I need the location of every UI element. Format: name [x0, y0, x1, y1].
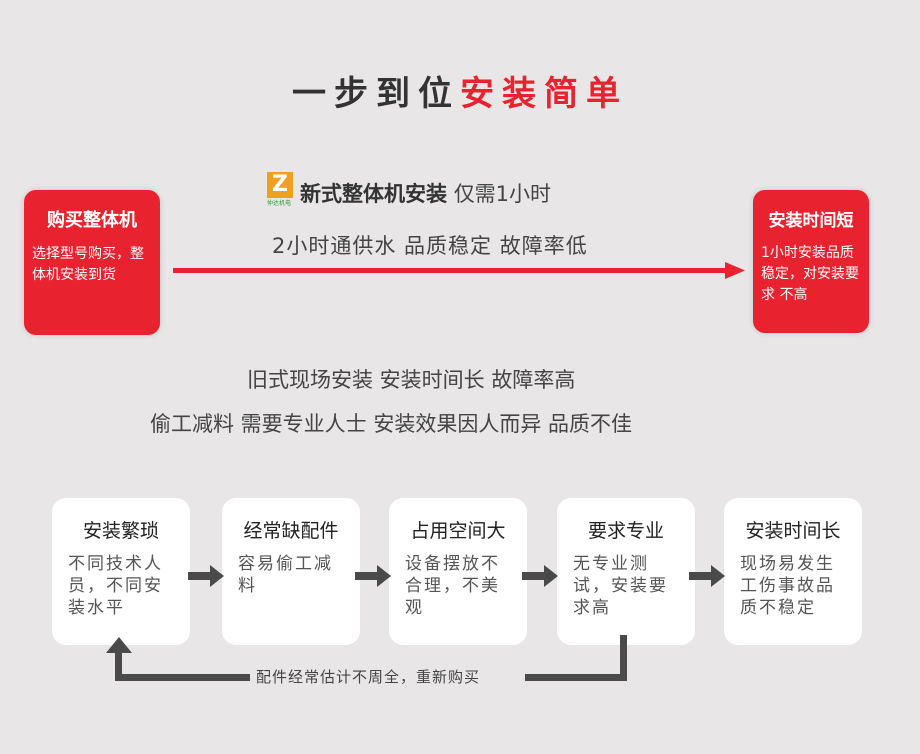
arrow-right-icon	[689, 565, 725, 587]
loop-text: 配件经常估计不周全，重新购买	[256, 668, 481, 686]
new-style-bold: 新式整体机安装	[300, 182, 447, 206]
left-box-body: 选择型号购买，整体机安装到货	[32, 246, 144, 283]
step-card: 经常缺配件容易偷工减料	[222, 498, 360, 645]
page-title: 一步到位安装简单	[0, 66, 920, 115]
right-box-heading: 安装时间短	[768, 211, 854, 231]
new-style-rest: 仅需1小时	[453, 182, 552, 206]
step-card: 安装时间长现场易发生工伤事故品质不稳定	[724, 498, 862, 645]
step-card: 要求专业无专业测试，安装要求高	[557, 498, 695, 645]
new-style-line1: 新式整体机安装 仅需1小时	[300, 178, 551, 208]
step-body: 不同技术人员，不同安装水平	[68, 554, 163, 618]
logo: Z 仲达机电	[267, 172, 295, 207]
step-heading: 安装繁琐	[82, 520, 159, 542]
left-red-box: 购买整体机 选择型号购买，整体机安装到货	[24, 190, 160, 335]
right-red-box: 安装时间短 1小时安装品质稳定，对安装要求 不高	[753, 190, 869, 333]
arrow-right-icon	[522, 565, 558, 587]
step-heading: 要求专业	[587, 520, 664, 542]
title-red: 安装简单	[460, 74, 628, 114]
step-body: 设备摆放不合理，不美观	[405, 554, 500, 618]
step-heading: 经常缺配件	[243, 520, 339, 542]
step-body: 无专业测试，安装要求高	[573, 554, 668, 618]
step-body: 容易偷工减料	[238, 554, 333, 596]
step-body: 现场易发生工伤事故品质不稳定	[740, 554, 835, 618]
step-heading: 安装时间长	[745, 520, 841, 542]
title-black: 一步到位	[292, 74, 460, 114]
left-box-heading: 购买整体机	[47, 210, 137, 231]
arrow-right-icon	[355, 565, 391, 587]
right-box-body: 1小时安装品质稳定，对安装要求 不高	[761, 245, 859, 303]
feedback-loop-arrow-icon	[106, 635, 627, 681]
step-card: 占用空间大设备摆放不合理，不美观	[389, 498, 527, 645]
red-arrow-icon	[173, 262, 745, 279]
arrow-right-icon	[188, 565, 224, 587]
logo-mark: Z	[267, 172, 293, 198]
step-heading: 占用空间大	[410, 520, 506, 542]
step-card: 安装繁琐不同技术人员，不同安装水平	[52, 498, 190, 645]
old-style-line1: 旧式现场安装 安装时间长 故障率高	[247, 368, 576, 392]
old-style-line2: 偷工减料 需要专业人士 安装效果因人而异 品质不佳	[150, 412, 633, 436]
logo-text: 仲达机电	[267, 200, 292, 207]
new-style-line2: 2小时通供水 品质稳定 故障率低	[272, 234, 588, 258]
